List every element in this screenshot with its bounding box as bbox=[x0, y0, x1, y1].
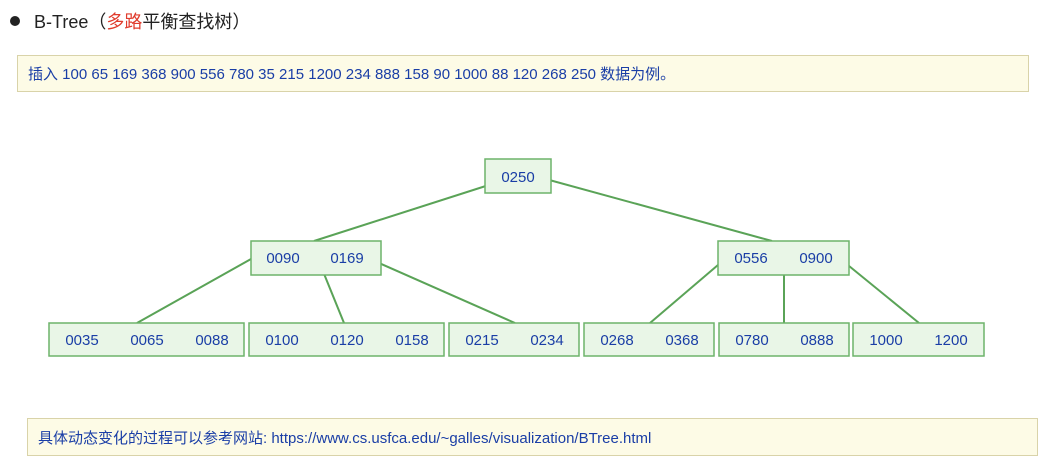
insert-note: 插入 100 65 169 368 900 556 780 35 215 120… bbox=[17, 55, 1029, 92]
reference-link[interactable]: 具体动态变化的过程可以参考网站: https://www.cs.usfca.ed… bbox=[38, 429, 652, 447]
node-key: 1000 bbox=[869, 332, 902, 349]
root-node: 0250 bbox=[484, 158, 552, 194]
node-key: 0268 bbox=[600, 332, 633, 349]
node-key: 0215 bbox=[465, 332, 498, 349]
heading-prefix: B-Tree（ bbox=[34, 12, 107, 32]
internal-node-left: 0090 0169 bbox=[250, 240, 382, 276]
node-key: 0780 bbox=[735, 332, 768, 349]
node-key: 0556 bbox=[734, 250, 767, 267]
node-key: 0234 bbox=[530, 332, 563, 349]
edge-root-left bbox=[313, 183, 493, 242]
node-key: 0368 bbox=[665, 332, 698, 349]
node-key: 0120 bbox=[330, 332, 363, 349]
bullet-icon bbox=[10, 16, 20, 26]
heading-highlight: 多路 bbox=[106, 12, 143, 32]
heading-text: B-Tree（多路平衡查找树） bbox=[34, 8, 250, 34]
node-key: 0169 bbox=[330, 250, 363, 267]
reference-note: 具体动态变化的过程可以参考网站: https://www.cs.usfca.ed… bbox=[27, 418, 1038, 456]
leaf-node-6: 1000 1200 bbox=[852, 322, 985, 357]
node-key: 0065 bbox=[130, 332, 163, 349]
node-key: 0100 bbox=[265, 332, 298, 349]
node-key: 0158 bbox=[395, 332, 428, 349]
section-heading: B-Tree（多路平衡查找树） bbox=[10, 8, 250, 34]
node-key: 0250 bbox=[501, 169, 534, 186]
insert-note-text: 插入 100 65 169 368 900 556 780 35 215 120… bbox=[28, 66, 676, 83]
leaf-node-5: 0780 0888 bbox=[718, 322, 850, 357]
edge-left-leaf1 bbox=[136, 258, 252, 324]
node-key: 0900 bbox=[799, 250, 832, 267]
edge-root-right bbox=[541, 177, 773, 242]
edge-right-leaf4 bbox=[649, 258, 726, 324]
leaf-node-1: 0035 0065 0088 bbox=[48, 322, 245, 357]
node-key: 0035 bbox=[65, 332, 98, 349]
leaf-node-4: 0268 0368 bbox=[583, 322, 715, 357]
leaf-node-2: 0100 0120 0158 bbox=[248, 322, 445, 357]
node-key: 0888 bbox=[800, 332, 833, 349]
edge-right-leaf6 bbox=[837, 256, 920, 324]
node-key: 0090 bbox=[266, 250, 299, 267]
node-key: 0088 bbox=[195, 332, 228, 349]
internal-node-right: 0556 0900 bbox=[717, 240, 850, 276]
heading-suffix: 平衡查找树） bbox=[142, 12, 251, 32]
node-key: 1200 bbox=[934, 332, 967, 349]
leaf-node-3: 0215 0234 bbox=[448, 322, 580, 357]
edge-left-leaf3 bbox=[369, 258, 516, 324]
